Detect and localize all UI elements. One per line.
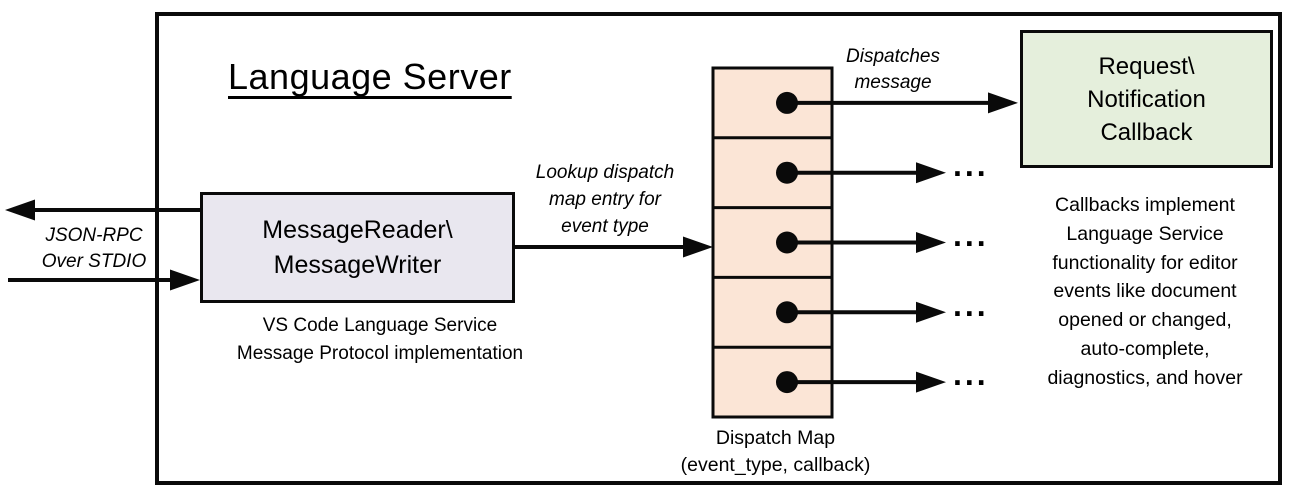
json-rpc-annotation: JSON-RPC Over STDIO xyxy=(18,223,170,275)
callback-box: Request\ Notification Callback xyxy=(1020,30,1273,168)
language-server-boundary xyxy=(155,12,1282,485)
dispatch-arrow-head xyxy=(988,92,1018,114)
callback-caption-line: events like document xyxy=(1053,280,1237,303)
callback-caption-line: diagnostics, and hover xyxy=(1047,366,1243,389)
ellipsis-row-4: ... xyxy=(953,287,989,323)
message-reader-caption: VS Code Language Service Message Protoco… xyxy=(198,312,562,368)
message-reader-caption-line2: Message Protocol implementation xyxy=(236,343,524,364)
dispatch-arrow-head xyxy=(916,162,946,184)
dispatch-arrow-head xyxy=(916,301,946,323)
dispatch-entry-dot xyxy=(776,161,798,184)
callback-caption-line: functionality for editor xyxy=(1052,251,1238,274)
arrow-stdio-in xyxy=(8,269,200,291)
ellipsis-row-2: ... xyxy=(953,147,989,183)
json-rpc-line1: JSON-RPC xyxy=(45,225,143,246)
ellipsis-row-3: ... xyxy=(953,217,989,253)
lookup-line3: event type xyxy=(561,216,649,237)
arrow-lookup xyxy=(515,236,713,258)
callback-caption-line: opened or changed, xyxy=(1058,309,1232,332)
message-reader-caption-line1: VS Code Language Service xyxy=(262,315,498,336)
callback-caption-line: auto-complete, xyxy=(1080,337,1210,360)
diagram-title: Language Server xyxy=(228,56,512,97)
callback-caption-line: Language Service xyxy=(1066,222,1224,245)
dispatches-line1: Dispatches xyxy=(846,46,940,67)
dispatches-annotation: Dispatches message xyxy=(828,44,958,96)
lookup-annotation: Lookup dispatch map entry for event type xyxy=(515,159,695,240)
dispatch-entry-dot xyxy=(776,301,798,324)
callback-label-line3: Callback xyxy=(1100,118,1193,146)
callback-label-line2: Notification xyxy=(1087,85,1206,113)
callback-label-line1: Request\ xyxy=(1098,52,1195,80)
json-rpc-line2: Over STDIO xyxy=(41,251,147,272)
dispatch-entry-dot xyxy=(776,231,798,254)
dispatch-arrow-head xyxy=(916,232,946,253)
callback-caption-line: Callbacks implement xyxy=(1055,194,1235,216)
lookup-line2: map entry for xyxy=(549,189,661,210)
dispatch-arrow-head xyxy=(916,371,946,393)
message-reader-box: MessageReader\ MessageWriter xyxy=(200,192,515,303)
dispatch-entry-dot xyxy=(776,371,798,394)
callback-caption: Callbacks implement Language Service fun… xyxy=(1002,191,1288,393)
dispatch-map-caption-line1: Dispatch Map xyxy=(715,427,836,449)
dispatch-map-caption-line2: (event_type, callback) xyxy=(680,454,871,476)
dispatch-entry-dot xyxy=(776,91,798,114)
message-reader-label-line1: MessageReader\ xyxy=(262,215,453,244)
dispatch-map xyxy=(711,66,1018,419)
ellipsis-row-5: ... xyxy=(953,356,989,392)
arrow-stdio-out xyxy=(5,199,200,221)
dispatches-line2: message xyxy=(854,72,932,93)
message-reader-label-line2: MessageWriter xyxy=(273,250,442,279)
lookup-line1: Lookup dispatch xyxy=(535,162,675,183)
dispatch-map-caption: Dispatch Map (event_type, callback) xyxy=(658,425,893,479)
